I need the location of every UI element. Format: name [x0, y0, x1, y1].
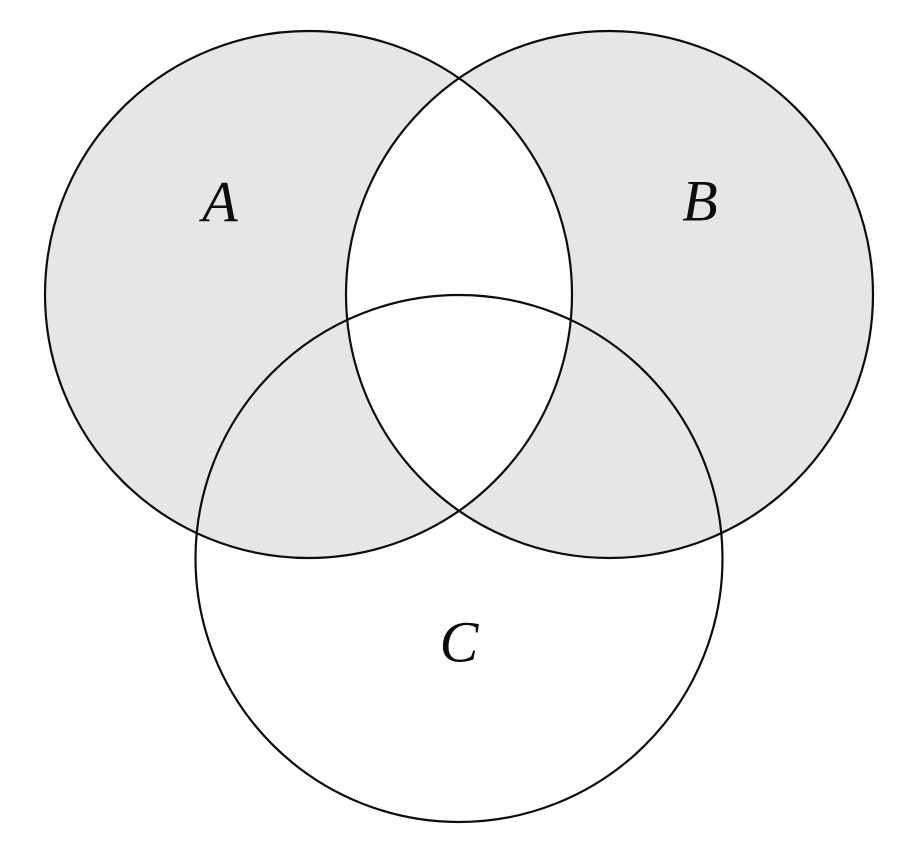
circle-outline-group	[43, 29, 875, 824]
set-label-group: A B C	[198, 168, 717, 674]
circle-c-outline	[194, 293, 724, 824]
set-label-a: A	[198, 169, 238, 234]
circle-b-outline	[344, 29, 875, 560]
circle-a-outline	[43, 29, 574, 560]
set-label-b: B	[682, 168, 717, 233]
set-label-c: C	[440, 609, 480, 674]
